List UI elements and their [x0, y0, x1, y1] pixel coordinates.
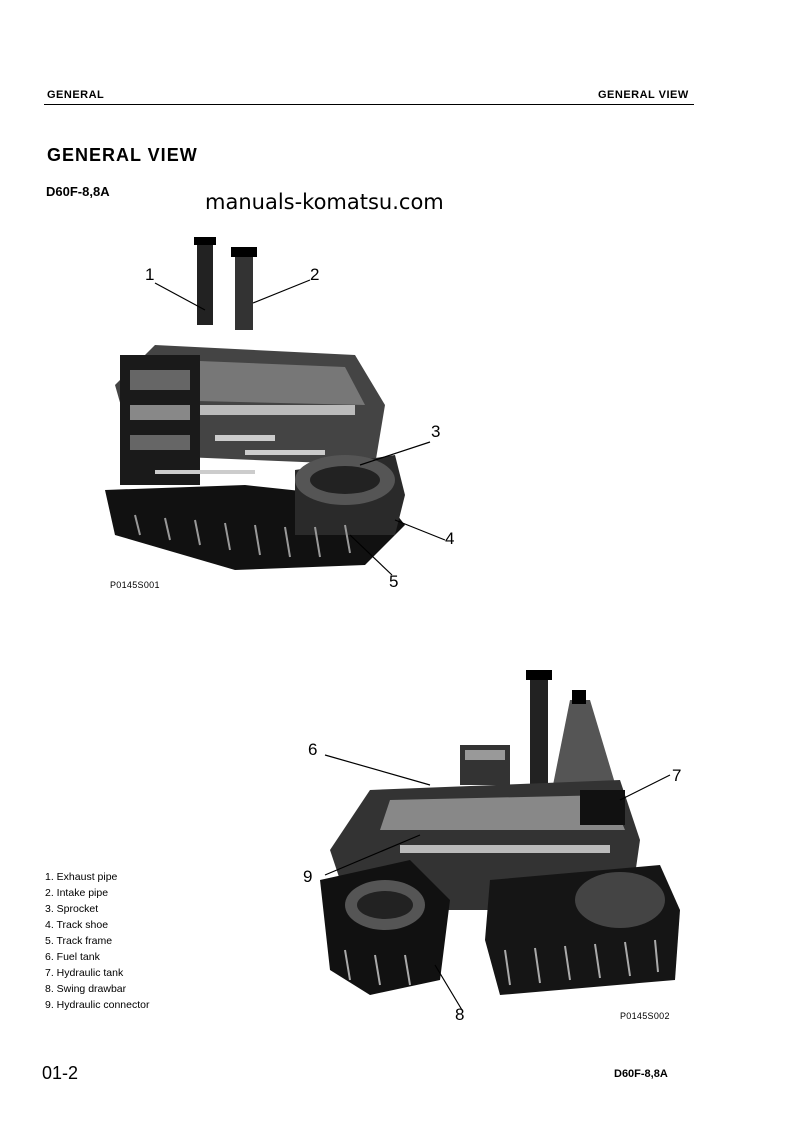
footer-model: D60F-8,8A — [614, 1068, 668, 1080]
figure-1: 1 2 3 4 5 — [95, 235, 475, 591]
callout-2: 2 — [310, 265, 320, 284]
header-section-right: GENERAL VIEW — [598, 89, 689, 101]
callout-3: 3 — [431, 422, 441, 441]
callout-4: 4 — [445, 529, 455, 548]
figure-2: 6 7 8 9 — [290, 650, 710, 1030]
legend-item: 1. Exhaust pipe — [45, 871, 118, 883]
legend-item: 2. Intake pipe — [45, 887, 109, 899]
legend-item: 8. Swing drawbar — [45, 983, 127, 995]
bulldozer-illustration-2 — [320, 670, 680, 1011]
legend-item: 6. Fuel tank — [45, 951, 100, 963]
legend-item: 3. Sprocket — [45, 903, 99, 915]
callout-1: 1 — [145, 265, 155, 284]
callout-8: 8 — [455, 1005, 465, 1024]
legend-item: 9. Hydraulic connector — [45, 999, 150, 1011]
callout-9: 9 — [303, 867, 313, 886]
parts-legend: 1. Exhaust pipe 2. Intake pipe 3. Sprock… — [45, 869, 149, 1013]
legend-item: 7. Hydraulic tank — [45, 967, 124, 979]
page-number: 01-2 — [42, 1063, 79, 1083]
page-title: GENERAL VIEW — [47, 145, 198, 165]
model-label: D60F-8,8A — [46, 184, 110, 199]
callout-6: 6 — [308, 740, 318, 759]
callout-5: 5 — [389, 572, 399, 591]
watermark-text: manuals-komatsu.com — [205, 190, 444, 214]
legend-item: 4. Track shoe — [45, 919, 109, 931]
callout-7: 7 — [672, 766, 682, 785]
figure-2-caption: P0145S002 — [620, 1011, 670, 1021]
figure-1-caption: P0145S001 — [110, 580, 160, 590]
bulldozer-illustration-1 — [105, 237, 446, 576]
legend-item: 5. Track frame — [45, 935, 113, 947]
header-rule — [44, 104, 694, 105]
header-section-left: GENERAL — [47, 89, 105, 101]
